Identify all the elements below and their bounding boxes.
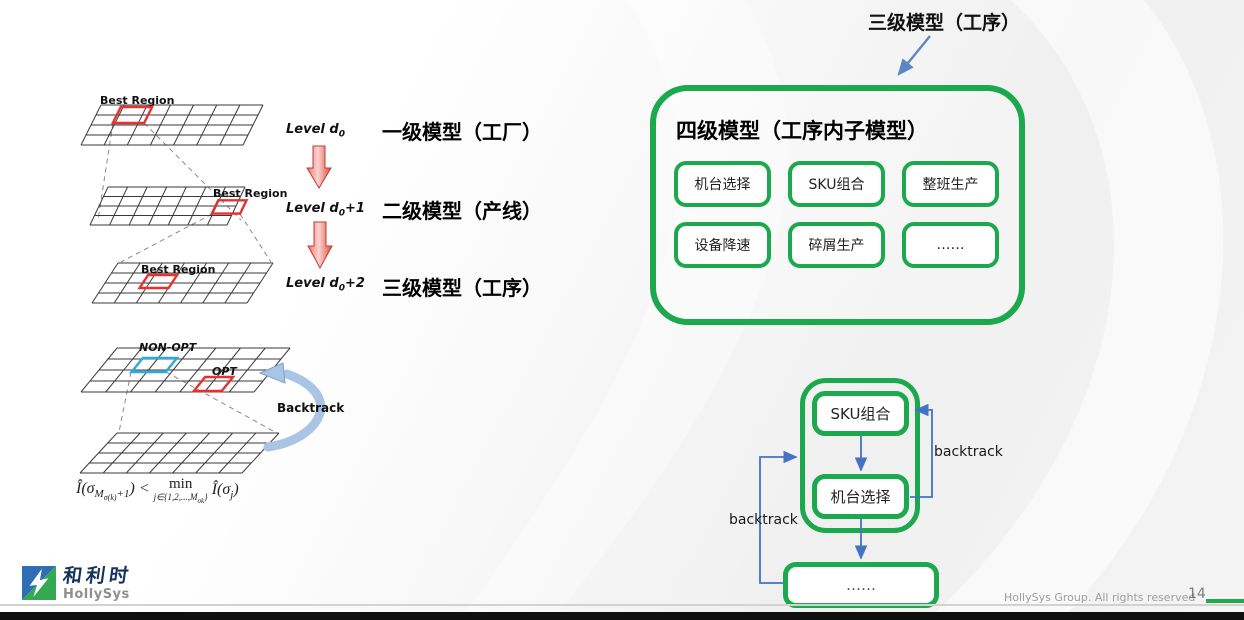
- highlighted-cell: [137, 273, 180, 290]
- red-down-arrows: [306, 145, 333, 270]
- opt-label: OPT: [212, 365, 238, 378]
- hollysys-logo-icon: [22, 566, 56, 600]
- submodel-chip-grid: 机台选择 SKU组合 整班生产 设备降速 碎屑生产 ……: [674, 161, 999, 268]
- highlighted-cell: [191, 375, 236, 393]
- page-number: 14: [1188, 586, 1206, 602]
- highlighted-cell: [110, 105, 155, 125]
- page-title: 三级模型（工序）: [868, 12, 1021, 34]
- highlighted-cell: [128, 356, 180, 374]
- footer-copyright: HollySys Group. All rights reserved: [1004, 591, 1196, 604]
- level-label-d0plus2: Level d0+2: [286, 276, 365, 294]
- footer-separator-line: [0, 604, 1244, 606]
- red-arrow-icon: [307, 221, 333, 270]
- flowchart-connectors: [759, 403, 933, 584]
- backtrack-curve-arrow: [263, 369, 326, 452]
- submodel-chip: 机台选择: [674, 161, 771, 207]
- backtrack-left-label: backtrack: [729, 512, 798, 528]
- flowchart-node-sku: SKU组合: [812, 391, 909, 436]
- grid-plane: [80, 104, 264, 146]
- submodel-panel: 四级模型（工序内子模型） 机台选择 SKU组合 整班生产 设备降速 碎屑生产 ……: [650, 85, 1025, 325]
- model-label-level1: 一级模型（工厂）: [382, 120, 542, 144]
- submodel-chip: 设备降速: [674, 222, 771, 268]
- grid-plane: [79, 432, 280, 474]
- red-arrow-icon: [306, 145, 332, 189]
- footer-accent-line: [1206, 599, 1244, 603]
- flowchart-node-etc: ……: [783, 562, 939, 608]
- flowchart-outer-box: [800, 378, 920, 533]
- projection-dashed-lines: [118, 371, 276, 433]
- title-pointer-arrow: [897, 35, 931, 76]
- flowchart-node-machine: 机台选择: [812, 474, 909, 519]
- logo-brand-cn: 和利时: [61, 565, 134, 587]
- level-label-d0plus1: Level d0+1: [286, 201, 365, 219]
- highlighted-cell: [210, 199, 249, 215]
- submodel-chip: 碎屑生产: [788, 222, 885, 268]
- submodel-panel-title: 四级模型（工序内子模型）: [676, 119, 928, 143]
- backtrack-grid-diagram: NON-OPT OPT Backtrack: [79, 341, 345, 474]
- logo-brand-en: HollySys: [63, 586, 130, 602]
- best-region-label-3: Best Region: [141, 263, 215, 276]
- hierarchy-grid-diagram: Best Region Best Region Best Region: [80, 94, 287, 304]
- bottom-black-bar: [0, 612, 1244, 620]
- submodel-chip: ……: [902, 222, 999, 268]
- submodel-chip: 整班生产: [902, 161, 999, 207]
- backtrack-label: Backtrack: [277, 401, 345, 415]
- grid-plane: [91, 262, 274, 304]
- backtrack-curve-arrowhead: [258, 362, 286, 384]
- non-opt-label: NON-OPT: [139, 341, 198, 354]
- grid-plane: [80, 347, 291, 393]
- hollysys-logo: 和利时 HollySys: [22, 565, 134, 602]
- level-label-d0: Level d0: [286, 122, 345, 140]
- grid-plane: [89, 186, 249, 226]
- model-label-level2: 二级模型（产线）: [382, 199, 542, 223]
- backtrack-right-label: backtrack: [934, 444, 1003, 460]
- best-region-label-1: Best Region: [100, 94, 174, 107]
- model-label-level3: 三级模型（工序）: [382, 276, 542, 300]
- best-region-label-2: Best Region: [213, 187, 287, 200]
- submodel-chip: SKU组合: [788, 161, 885, 207]
